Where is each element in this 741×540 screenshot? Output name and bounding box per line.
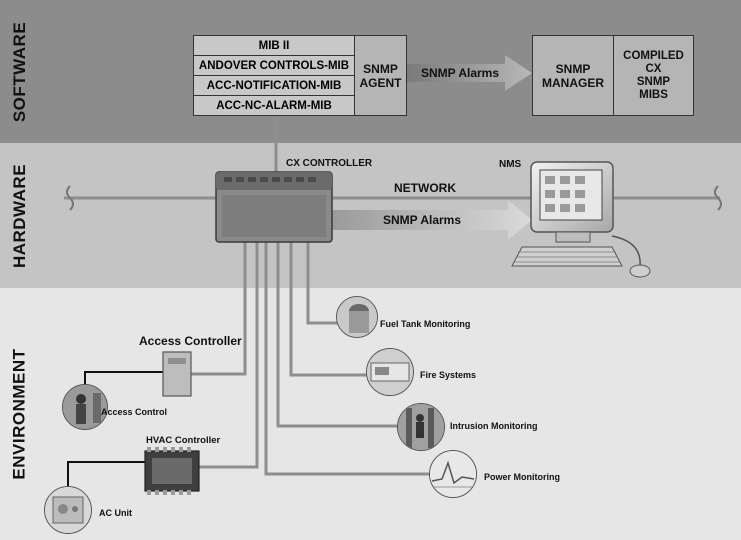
- power-monitoring-image: [429, 450, 477, 498]
- hvac-controller-label: HVAC Controller: [146, 435, 221, 446]
- mib-item: MIB II: [193, 35, 355, 56]
- mib-item: ANDOVER CONTROLS-MIB: [193, 55, 355, 76]
- mib-item: ACC-NC-ALARM-MIB: [193, 95, 355, 116]
- intrusion-label: Intrusion Monitoring: [450, 421, 538, 431]
- hardware-alarm-arrow: [332, 200, 532, 240]
- snmp-manager-label-2: MANAGER: [542, 75, 604, 90]
- network-label: NETWORK: [394, 181, 456, 195]
- access-controller-unit: [162, 351, 192, 397]
- compiled-mibs-label-2: CX: [645, 62, 662, 75]
- fuel-tank-label: Fuel Tank Monitoring: [380, 319, 471, 329]
- access-control-label: Access Control: [101, 407, 168, 417]
- nms-label: NMS: [499, 159, 522, 170]
- compiled-mibs-label-4: MIBS: [639, 88, 668, 101]
- wire-ac-unit-device: [67, 461, 145, 488]
- compiled-mibs-label-3: SNMP: [636, 75, 671, 88]
- intrusion-image: [397, 403, 445, 451]
- ac-unit-label: AC Unit: [99, 508, 132, 518]
- software-alarm-arrow: [407, 55, 532, 91]
- wire-power: [264, 240, 430, 476]
- hvac-controller-unit: [144, 447, 200, 495]
- snmp-agent-label-1: SNMP: [363, 61, 398, 76]
- ac-unit-icon: [45, 487, 91, 533]
- compiled-mibs-label-1: COMPILED: [623, 49, 684, 62]
- snmp-agent-box: SNMP AGENT: [354, 35, 407, 116]
- ac-unit-image: [44, 486, 92, 534]
- wire-access-control-device: [84, 371, 163, 386]
- fire-panel-icon: [367, 349, 413, 395]
- wire-hvac-controller: [198, 240, 259, 469]
- power-graph-icon: [430, 451, 476, 497]
- cx-controller-label: CX CONTROLLER: [286, 158, 373, 169]
- fire-systems-label: Fire Systems: [420, 370, 477, 380]
- fuel-tank-image: [336, 296, 378, 338]
- compiled-mibs-box: COMPILED CX SNMP MIBS: [613, 35, 694, 116]
- power-monitoring-label: Power Monitoring: [484, 472, 560, 482]
- wire-fire: [289, 240, 368, 377]
- nms-computer: [511, 161, 651, 278]
- intrusion-icon: [398, 404, 444, 450]
- software-alarm-label: SNMP Alarms: [421, 66, 500, 80]
- access-control-image: [62, 384, 108, 430]
- fuel-tank-icon: [337, 297, 377, 337]
- wire-access-controller: [190, 240, 247, 376]
- hardware-alarm-label: SNMP Alarms: [383, 213, 462, 227]
- network-break-left: [66, 185, 74, 211]
- snmp-agent-label-2: AGENT: [359, 75, 402, 90]
- access-control-icon: [63, 385, 107, 429]
- wire-fuel-tank: [306, 240, 338, 325]
- snmp-manager-label-1: SNMP: [555, 61, 591, 76]
- cx-controller-unit: [215, 171, 333, 243]
- network-break-right: [714, 185, 722, 211]
- access-controller-label: Access Controller: [139, 334, 242, 348]
- fire-systems-image: [366, 348, 414, 396]
- snmp-manager-box: SNMP MANAGER: [532, 35, 614, 116]
- wire-intrusion: [276, 240, 398, 428]
- mib-item: ACC-NOTIFICATION-MIB: [193, 75, 355, 96]
